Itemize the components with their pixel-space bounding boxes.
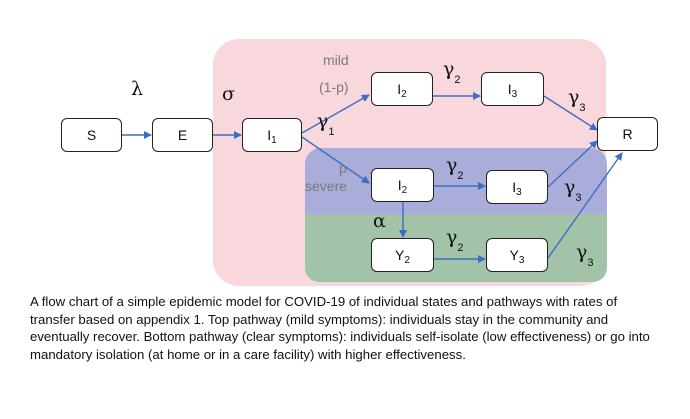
rate-gamma2-severe: γ2 [446, 154, 464, 182]
node-i2-mild-sub: 2 [401, 88, 407, 100]
rate-gamma2-mild-symbol: γ [443, 58, 455, 80]
rate-alpha: α [373, 210, 386, 232]
node-i2-severe-sub: 2 [401, 184, 408, 196]
rate-gamma3-mild-sub: 3 [579, 101, 586, 114]
rate-gamma2-iso-symbol: γ [446, 226, 458, 248]
rate-gamma3-iso: γ3 [576, 241, 594, 269]
node-i3-mild-sub: 3 [511, 88, 518, 100]
label-severe-probability: p [339, 160, 347, 176]
rate-gamma2-severe-symbol: γ [446, 154, 458, 176]
arrow-i1-i2-mild [301, 94, 370, 134]
label-mild-probability: (1-p) [319, 79, 349, 95]
arrow-i3-mild-r [543, 95, 598, 131]
isolation-region [305, 214, 607, 282]
node-y3-label: Y [509, 247, 519, 263]
arrow-i1-i2-severe [301, 136, 370, 184]
rate-lambda: λ [131, 78, 144, 100]
node-i2-severe-label: I [397, 177, 402, 193]
rate-gamma1-symbol: γ [317, 110, 329, 132]
rate-gamma2-iso: γ2 [446, 226, 464, 254]
node-y2-label: Y [395, 247, 405, 263]
rate-gamma3-iso-sub: 3 [587, 256, 594, 269]
rate-gamma3-severe-symbol: γ [564, 176, 576, 198]
node-i1-sub: 1 [271, 134, 277, 146]
rate-gamma3-severe-sub: 3 [575, 191, 582, 204]
node-e: E [152, 118, 213, 152]
figure-caption: A flow chart of a simple epidemic model … [30, 294, 650, 362]
node-i2-mild-label: I [397, 81, 402, 97]
arrow-i3-severe-r [547, 140, 598, 188]
node-e-label: E [177, 127, 188, 143]
label-mild: mild [323, 52, 349, 68]
node-i3-mild-label: I [507, 81, 512, 97]
rate-gamma2-severe-sub: 2 [457, 169, 464, 182]
rate-gamma3-mild-symbol: γ [568, 86, 580, 108]
rate-gamma1-sub: 1 [328, 125, 335, 138]
node-s: S [61, 118, 122, 152]
node-i1-label: I [267, 127, 272, 143]
rate-gamma1: γ1 [317, 110, 335, 138]
node-y2-sub: 2 [404, 254, 410, 266]
node-r: R [597, 117, 658, 151]
rate-gamma2-iso-sub: 2 [457, 241, 464, 254]
node-i3-severe-label: I [512, 179, 517, 195]
rate-gamma2-mild-sub: 2 [454, 73, 461, 86]
rate-gamma3-mild: γ3 [568, 86, 586, 114]
node-i3-severe-sub: 3 [516, 186, 522, 198]
arrow-y3-r [547, 152, 623, 259]
rate-gamma2-mild: γ2 [443, 58, 461, 86]
node-y3-sub: 3 [518, 254, 525, 266]
node-r-label: R [622, 126, 633, 142]
rate-sigma: σ [222, 83, 235, 105]
rate-gamma3-iso-symbol: γ [576, 241, 588, 263]
node-s-label: S [86, 127, 97, 143]
label-severe: severe [305, 178, 348, 194]
rate-gamma3-severe: γ3 [564, 176, 582, 204]
